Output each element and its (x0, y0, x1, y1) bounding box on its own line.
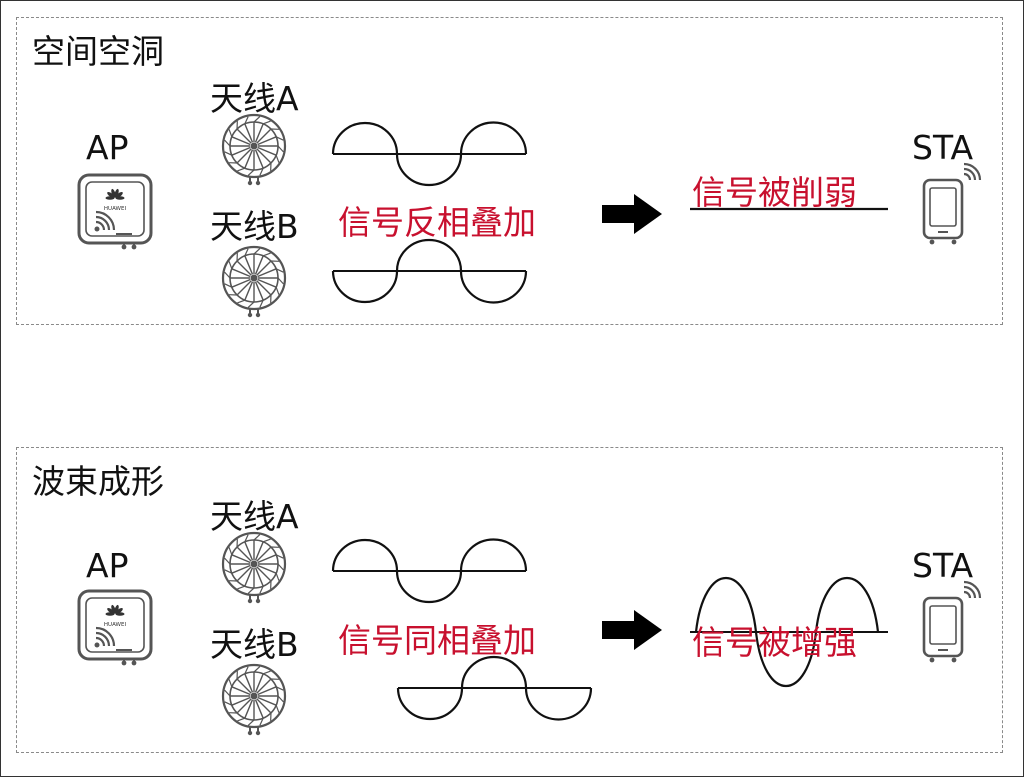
in-phase-superposition-label: 信号同相叠加 (338, 621, 536, 660)
antenna-icon (221, 245, 287, 318)
panel-title-spatial-hole: 空间空洞 (32, 32, 164, 71)
sta-label: STA (912, 128, 974, 167)
smartphone-icon (922, 162, 982, 245)
panel-title-beamforming: 波束成形 (32, 462, 164, 501)
antenna-icon (221, 663, 287, 736)
smartphone-icon (922, 580, 982, 663)
ap-label: AP (86, 546, 129, 585)
arrow-right-icon (602, 194, 662, 234)
signal-wave-antenna-a (331, 121, 528, 187)
access-point-icon: HUAWEI (77, 173, 153, 250)
access-point-icon: HUAWEI (77, 589, 153, 666)
antenna-a-label: 天线A (210, 79, 299, 118)
antenna-icon (221, 531, 287, 604)
flat-signal-line (690, 207, 888, 211)
svg-text:HUAWEI: HUAWEI (104, 206, 127, 212)
ap-label: AP (86, 128, 129, 167)
arrow-right-icon (602, 610, 662, 650)
amplified-signal-wave (690, 576, 888, 688)
sta-label: STA (912, 546, 974, 585)
signal-wave-antenna-b (331, 238, 528, 304)
signal-wave-antenna-a (331, 538, 528, 604)
antenna-b-label: 天线B (210, 207, 299, 246)
antenna-icon (221, 113, 287, 186)
signal-wave-antenna-b (396, 655, 593, 721)
svg-text:HUAWEI: HUAWEI (104, 622, 127, 628)
antenna-a-label: 天线A (210, 497, 299, 536)
antenna-b-label: 天线B (210, 625, 299, 664)
signal-weakened-label: 信号被削弱 (692, 173, 857, 212)
spatial-hole-panel (16, 17, 1003, 325)
signal-enhanced-label: 信号被增强 (692, 623, 857, 662)
beamforming-panel (16, 447, 1003, 753)
inverse-superposition-label: 信号反相叠加 (338, 203, 536, 242)
